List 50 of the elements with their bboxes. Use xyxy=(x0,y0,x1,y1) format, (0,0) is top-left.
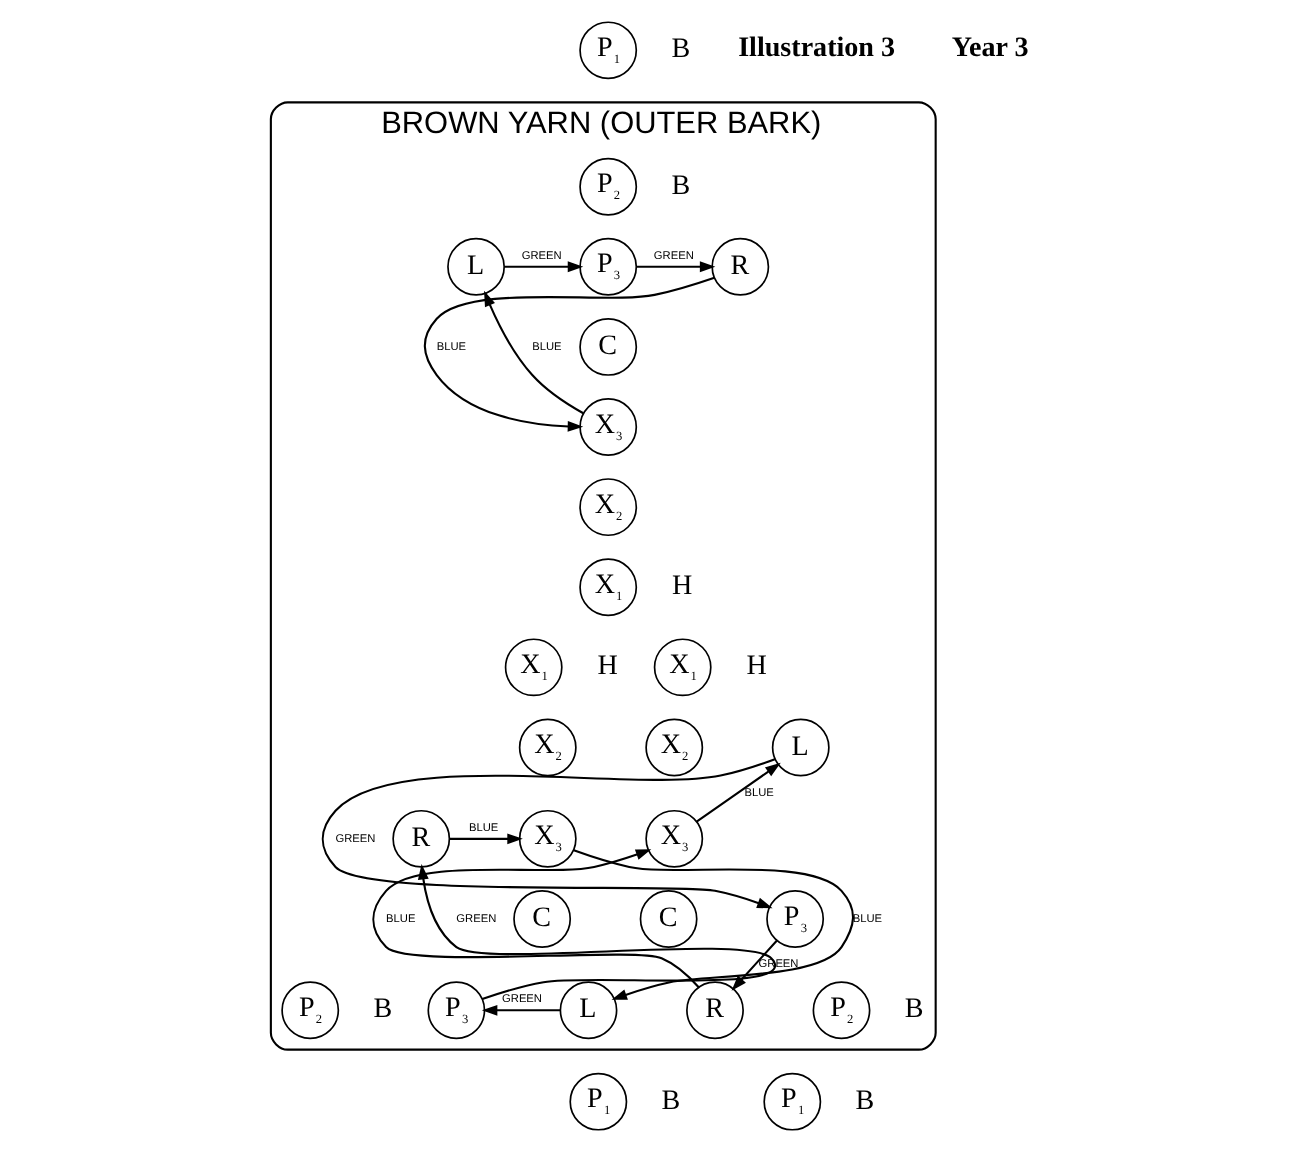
node-circle: P$_{1}$ xyxy=(762,1072,821,1131)
node-circle: X$_{2}$ xyxy=(644,718,703,777)
node-circle: C xyxy=(638,890,697,948)
node-circle: L xyxy=(558,981,617,1040)
node-circle: R xyxy=(710,237,769,296)
node-circle: P$_{3}$ xyxy=(426,981,485,1040)
label: Illustration 3 xyxy=(737,31,895,64)
node-circle: P$_{2}$ xyxy=(280,981,339,1040)
arrow xyxy=(321,758,775,909)
node-circle: P$_{1}$ xyxy=(578,21,637,80)
arrow xyxy=(422,276,714,432)
arrow xyxy=(371,849,699,989)
arrow xyxy=(730,939,777,991)
label: Year 3 xyxy=(950,31,1028,64)
arrow xyxy=(416,863,774,1001)
node-label: B xyxy=(854,1084,874,1117)
arrow xyxy=(635,261,715,273)
node-circle: C xyxy=(578,317,637,376)
node-circle: P$_{3}$ xyxy=(578,237,637,296)
node-label: H xyxy=(671,570,692,603)
node-circle: X$_{3}$ xyxy=(644,809,703,868)
node-circle: P$_{3}$ xyxy=(765,890,824,948)
node-circle: X$_{1}$ xyxy=(652,638,711,697)
node-circle: R xyxy=(685,981,743,1040)
node-circle: R xyxy=(391,809,450,868)
node-circle: X$_{3}$ xyxy=(578,398,637,456)
node-label: B xyxy=(670,169,690,202)
arrow xyxy=(572,849,853,1000)
arrow xyxy=(448,833,522,845)
node-circle: P$_{1}$ xyxy=(568,1072,627,1131)
node-label: B xyxy=(903,993,923,1026)
arrow xyxy=(483,290,583,415)
node-label: B xyxy=(372,993,392,1026)
node-circle: X$_{2}$ xyxy=(578,478,637,537)
arrow xyxy=(480,1004,560,1016)
node-circle: P$_{2}$ xyxy=(811,981,870,1040)
node-circle: X$_{1}$ xyxy=(503,638,562,697)
node-label: H xyxy=(596,650,617,683)
arrow xyxy=(695,762,780,823)
arrow xyxy=(503,261,583,273)
node-circle: X$_{3}$ xyxy=(517,809,576,868)
node-label: H xyxy=(745,650,766,683)
node-label: B xyxy=(670,33,690,66)
node-circle: X$_{2}$ xyxy=(517,718,576,777)
node-circle: L xyxy=(446,237,505,296)
node-circle: P$_{2}$ xyxy=(578,157,637,216)
node-circle: X$_{1}$ xyxy=(578,558,637,617)
node-circle: L xyxy=(770,718,829,777)
node-label: B xyxy=(660,1084,680,1117)
node-circle: C xyxy=(512,890,571,948)
